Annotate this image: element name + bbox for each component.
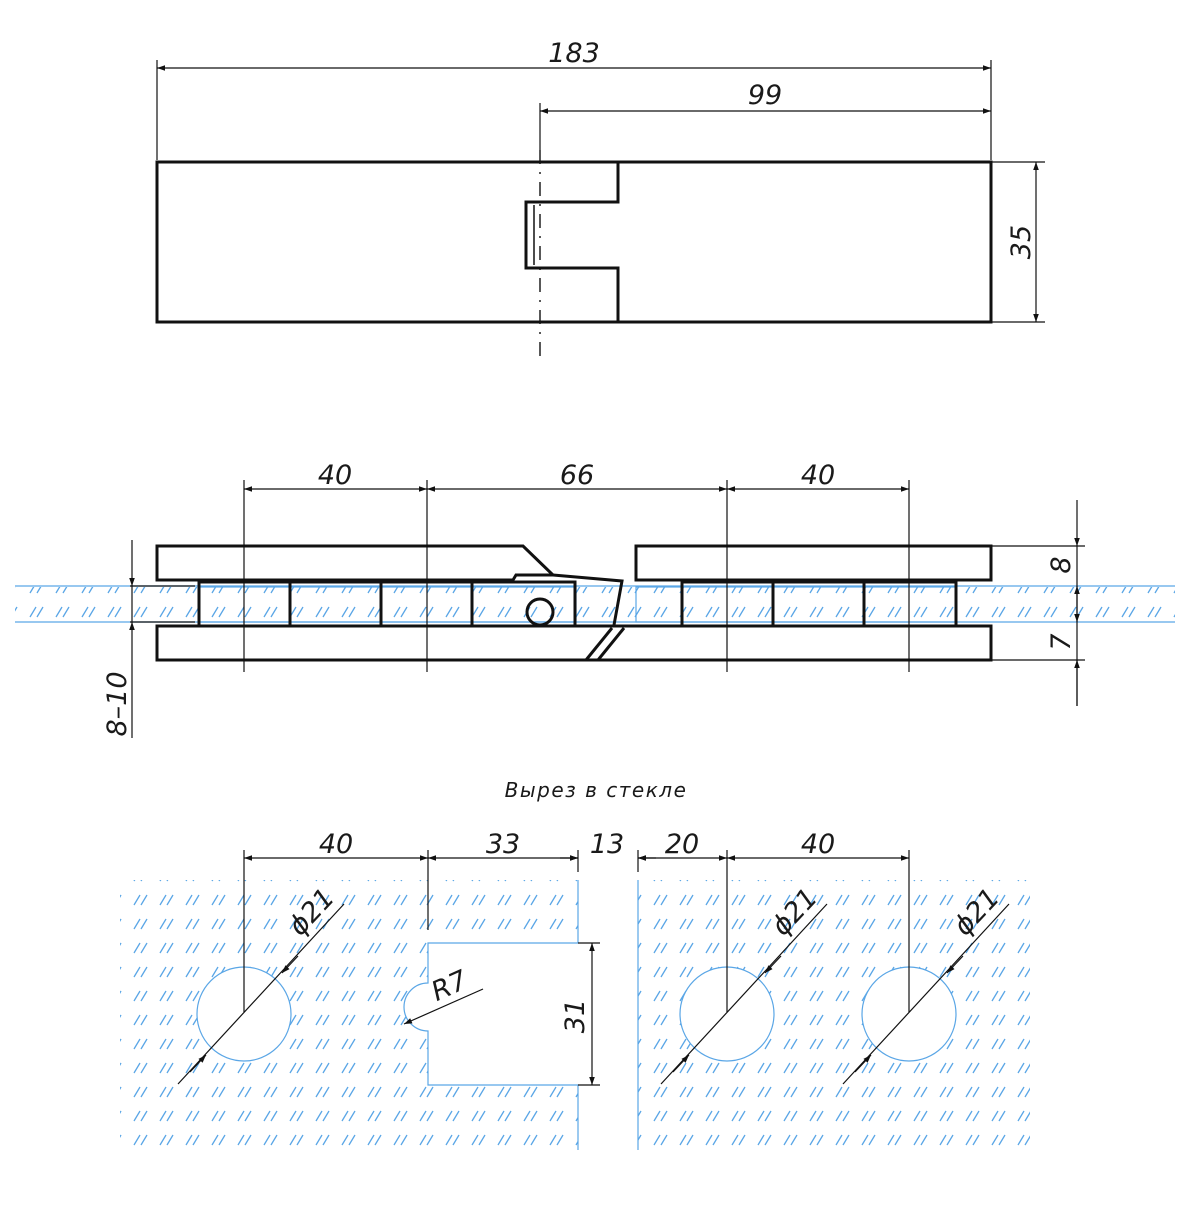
dim-overall-length: 183 xyxy=(548,38,600,69)
dim-cutout-4: 20 xyxy=(665,829,699,860)
dim-upper-plate: 8 xyxy=(1046,556,1077,573)
dim-glass-thickness: 8–10 xyxy=(102,671,133,736)
dim-cutout-3: 13 xyxy=(590,829,624,860)
dim-cutout-1: 40 xyxy=(319,829,353,860)
top-view: 183 99 35 xyxy=(155,38,1045,362)
dim-right-part: 99 xyxy=(748,80,782,111)
side-view: 40 66 40 8 7 8–10 xyxy=(15,460,1175,738)
dim-cut-height: 31 xyxy=(560,999,591,1033)
upper-plate-left xyxy=(155,544,557,582)
lower-plate xyxy=(155,624,993,662)
top-view-notch xyxy=(524,162,620,322)
dim-center-spacing: 66 xyxy=(560,460,594,491)
label-radius: R7 xyxy=(427,965,472,1008)
dim-right-hole-spacing: 40 xyxy=(801,460,835,491)
dim-left-hole-spacing: 40 xyxy=(318,460,352,491)
upper-plate-right xyxy=(634,544,993,582)
dim-cutout-5: 40 xyxy=(801,829,835,860)
dim-cutout-2: 33 xyxy=(486,829,520,860)
dim-lower-plate: 7 xyxy=(1046,633,1077,650)
glass-edge-left xyxy=(403,880,579,1150)
glass-cutout-view: Вырез в стекле 40 33 13 20 40 xyxy=(120,778,1030,1150)
glass-cutout-caption: Вырез в стекле xyxy=(505,778,688,802)
hinge-blade xyxy=(552,573,624,626)
dim-height: 35 xyxy=(1006,225,1037,259)
top-view-outline xyxy=(155,160,993,324)
glass-band xyxy=(15,585,1175,623)
